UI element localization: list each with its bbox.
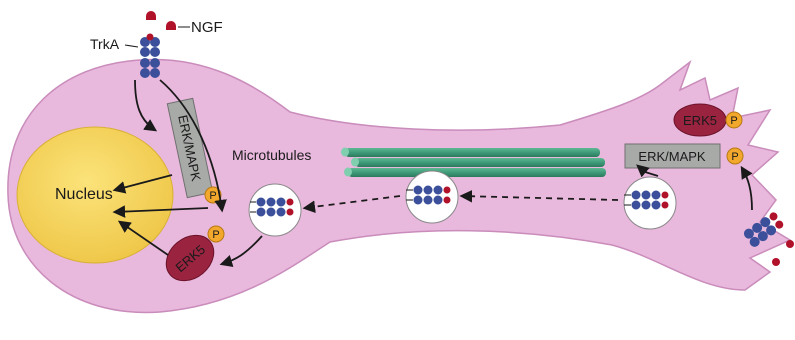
endosome-soma bbox=[249, 184, 301, 236]
svg-text:P: P bbox=[730, 115, 737, 127]
svg-text:P: P bbox=[731, 151, 738, 163]
nucleus-label: Nucleus bbox=[55, 186, 113, 203]
erk5-terminal: ERK5 bbox=[674, 104, 726, 136]
endosome-axon bbox=[406, 171, 458, 223]
svg-text:P: P bbox=[209, 190, 216, 202]
trka-label: TrkA bbox=[90, 36, 120, 52]
ngf-label: NGF bbox=[191, 19, 223, 36]
erk-mapk-terminal-label: ERK/MAPK bbox=[638, 149, 706, 164]
phospho-soma-erk5: P bbox=[208, 226, 224, 242]
phospho-terminal-erk5: P bbox=[726, 112, 742, 128]
svg-text:P: P bbox=[212, 229, 219, 241]
ngf-ligand-icons bbox=[146, 11, 176, 30]
microtubules-label: Microtubules bbox=[232, 147, 311, 163]
phospho-terminal-erk: P bbox=[727, 148, 743, 164]
endosome-terminal bbox=[624, 177, 676, 229]
erk-mapk-terminal: ERK/MAPK bbox=[625, 144, 720, 168]
microtubules bbox=[341, 148, 606, 178]
erk5-terminal-label: ERK5 bbox=[683, 113, 717, 128]
